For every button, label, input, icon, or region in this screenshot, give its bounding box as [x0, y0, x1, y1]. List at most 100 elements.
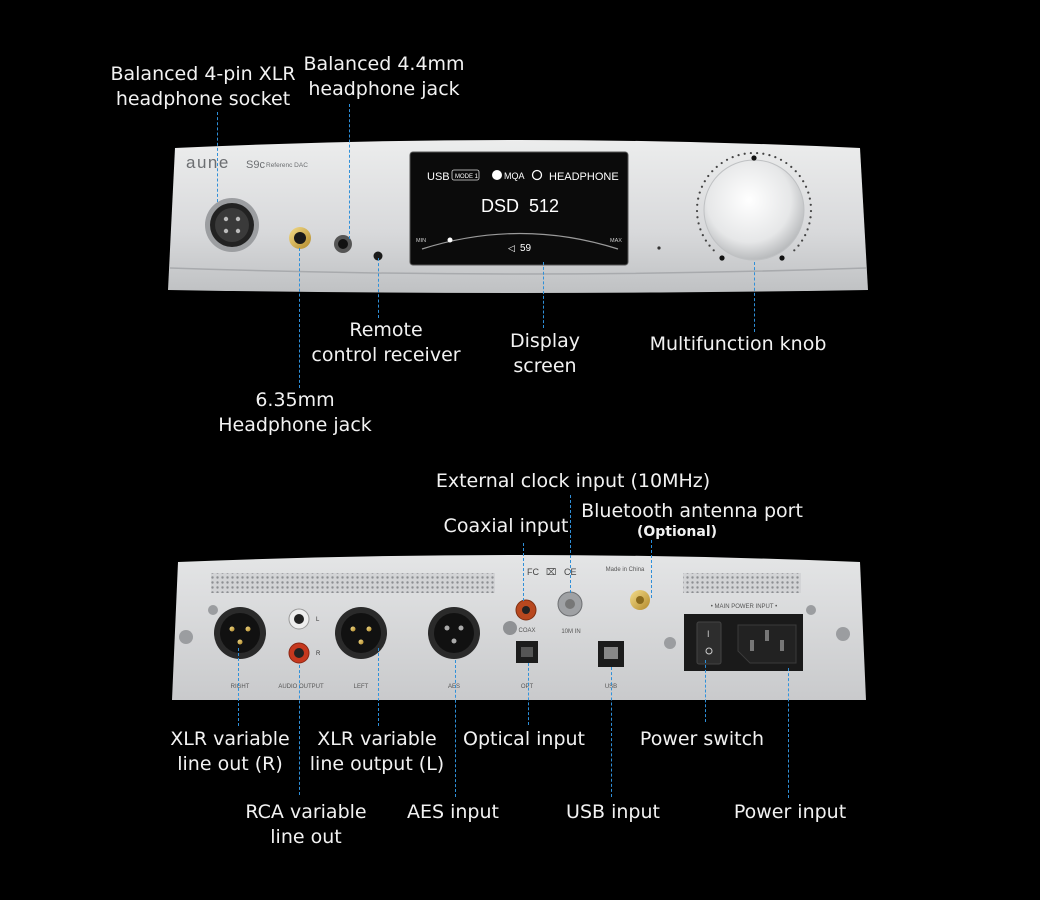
- label-power-switch: Power switch: [630, 727, 774, 752]
- knob-dot: [731, 156, 734, 159]
- xlr-output-left: [335, 607, 387, 659]
- leader-knob: [754, 262, 755, 332]
- label-text: Bluetooth antenna port: [581, 500, 803, 522]
- power-inlet-pin: [765, 630, 769, 641]
- clock-input-connector: [557, 591, 583, 617]
- knob-dot: [807, 191, 810, 194]
- label-text: RCA variable line out: [245, 801, 367, 848]
- leader-usb: [611, 667, 612, 797]
- label-text: XLR variable line out (R): [170, 728, 290, 775]
- screw: [806, 605, 816, 615]
- label-aes-input: AES input: [399, 800, 507, 825]
- weee-icon: ⌧: [546, 567, 556, 577]
- mqa-icon: [492, 170, 502, 180]
- label-power-input: Power input: [724, 800, 856, 825]
- leader-jack44: [349, 104, 350, 239]
- rear-label-right: RIGHT: [231, 684, 250, 690]
- label-text: Power input: [733, 801, 847, 823]
- rear-label-audio-output: AUDIO OUTPUT: [278, 684, 324, 690]
- label-xlr4-socket: Balanced 4-pin XLR headphone socket: [105, 62, 301, 112]
- leader-power-input: [788, 668, 789, 798]
- knob-dot: [695, 209, 699, 213]
- display-mode-badge: MODE 1: [455, 174, 479, 180]
- knob-dot: [749, 151, 752, 155]
- leader-xlr4: [217, 112, 218, 202]
- display-output: HEADPHONE: [549, 171, 619, 183]
- knob-dot: [797, 244, 800, 247]
- display-max: MAX: [610, 238, 622, 244]
- knob-dot: [804, 234, 807, 237]
- rear-label-clock: 10M IN: [561, 629, 580, 635]
- knob-dot: [806, 228, 809, 231]
- leader-bt: [651, 540, 652, 598]
- optical-input-port: [521, 647, 533, 657]
- label-rca-line-out: RCA variable line out: [238, 800, 374, 850]
- label-coaxial-input: Coaxial input: [437, 514, 575, 539]
- label-text: Multifunction knob: [649, 333, 827, 355]
- knob-dot: [696, 203, 699, 206]
- rear-label-aes: AES: [448, 684, 460, 690]
- screw: [208, 605, 218, 615]
- front-chassis-edge: [169, 267, 867, 275]
- knob-dot: [801, 239, 804, 242]
- label-text: XLR variable line output (L): [309, 728, 445, 775]
- label-text: Coaxial input: [443, 515, 569, 537]
- screw: [836, 627, 850, 641]
- knob-dot: [809, 216, 812, 219]
- label-text: Display screen: [509, 330, 581, 377]
- knob-dot: [779, 158, 783, 161]
- leader-xlr-l: [378, 648, 379, 726]
- speaker-icon: ◁: [508, 243, 515, 253]
- display-mqa: MQA: [504, 171, 525, 181]
- label-jack-635mm: 6.35mm Headphone jack: [210, 388, 380, 438]
- display-source: USB: [427, 171, 450, 183]
- aes-input-connector: [428, 607, 480, 659]
- xlr-output-right: [214, 607, 266, 659]
- rear-label-rca-l: L: [316, 617, 320, 623]
- knob-dot: [785, 161, 788, 165]
- usb-input-port: [604, 647, 618, 659]
- label-text: Remote control receiver: [311, 319, 461, 366]
- headphone-output-icon: [531, 169, 543, 181]
- label-text: Balanced 4-pin XLR headphone socket: [110, 63, 296, 110]
- volume-arc-handle: [447, 237, 453, 243]
- knob-dot: [720, 161, 723, 165]
- fc-mark: FC: [527, 567, 539, 577]
- label-text: Balanced 4.4mm headphone jack: [303, 53, 465, 100]
- leader-display: [543, 262, 544, 328]
- leader-rca: [299, 665, 300, 795]
- knob-dot: [808, 222, 811, 225]
- label-display-screen: Display screen: [493, 329, 597, 379]
- knob-dot: [697, 222, 700, 225]
- rear-label-opt: OPT: [521, 684, 534, 690]
- label-usb-input: USB input: [559, 800, 667, 825]
- knob-dot: [809, 209, 813, 213]
- label-text: AES input: [407, 801, 499, 823]
- leader-remote: [378, 258, 379, 318]
- knob-dot: [794, 170, 797, 173]
- jack-44mm: [334, 235, 352, 253]
- rear-vent-right: [683, 573, 801, 593]
- label-xlr-out-left: XLR variable line output (L): [302, 727, 452, 777]
- rear-label-rca-r: R: [316, 651, 321, 657]
- knob-dot: [809, 203, 812, 206]
- rear-vent-left: [211, 573, 495, 593]
- model-subtitle: Referenc DAC: [266, 162, 308, 169]
- knob-dot: [697, 197, 700, 200]
- power-inlet-pin: [780, 640, 784, 651]
- model-name: S9c: [246, 159, 265, 171]
- knob-dot-ring: [695, 151, 813, 252]
- leader-xlr-r: [238, 648, 239, 726]
- label-text: Power switch: [639, 728, 765, 750]
- display-min: MIN: [416, 238, 426, 244]
- knob-dot: [704, 239, 707, 242]
- screw: [664, 637, 676, 649]
- rear-label-left: LEFT: [354, 684, 369, 690]
- label-text: USB input: [566, 801, 660, 823]
- knob-dot: [808, 197, 811, 200]
- rear-label-made-in: Made in China: [606, 567, 645, 573]
- label-clock-input: External clock input (10MHz): [432, 469, 714, 494]
- brand-logo: aune: [186, 153, 230, 172]
- front-indicator-dot: [657, 246, 661, 250]
